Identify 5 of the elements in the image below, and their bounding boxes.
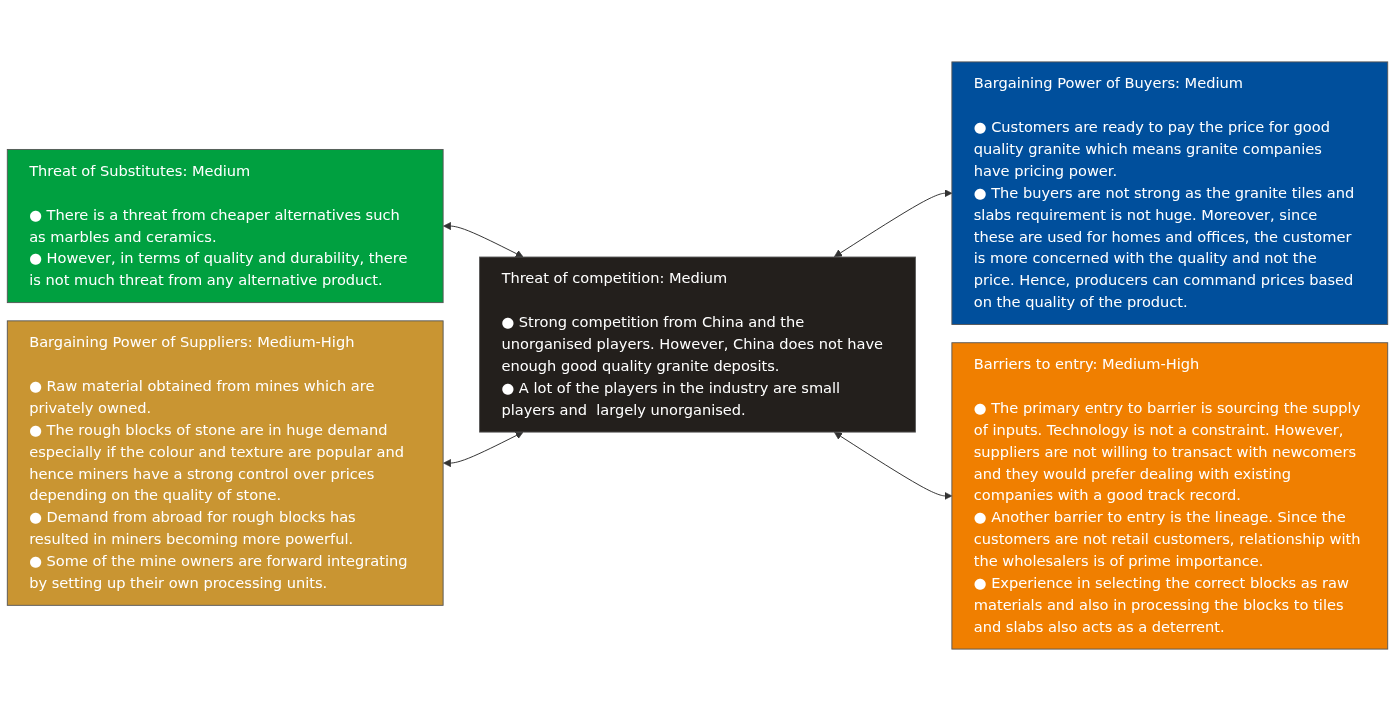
node-box: Barriers to entry: Medium-High ● The primary entry to barrier is sourcing the supply of inputs. Technology is not a constraint. However, suppliers are not willing to transact with newcomers and they would prefer dealing with existing companies with a good track record. ● Another barrier to entry is the lineage. Since the customers are not retail customers, relationship with the wholesalers is of prime importance. ● Experience in selecting the correct blocks as raw materials and also in processing the blocks to tiles and slabs also acts as a deterrent. [951,342,1389,650]
node-box: Threat of Substitutes: Medium ● There is a threat from cheaper alternatives such as marbles and ceramics. ● However, in terms of quality and durability, there is not much threat from any alternative product. [6,149,444,304]
node-box: Threat of competition: Medium ● Strong competition from China and the unorganised players. However, China does not have enough good quality granite deposits. ● A lot of the players in the industry are small players and largely unorganised. [479,256,916,433]
node-box: Bargaining Power of Buyers: Medium ● Customers are ready to pay the price for good quality granite which means granite companies have pricing power. ● The buyers are not strong as the granite tiles and slabs requirement is not huge. Moreover, since these are used for homes and offices, the customer is more concerned with the quality and not the price. Hence, producers can command prices based on the quality of the product. [951,61,1389,325]
node-box: Bargaining Power of Suppliers: Medium-High ● Raw material obtained from mines which are privately owned. ● The rough blocks of stone are in huge demand especially if the colour and texture are popular and hence miners have a strong control over prices depending on the quality of stone. ● Demand from abroad for rough blocks has resulted in miners becoming more powerful. ● Some of the mine owners are forward integrating by setting up their own processing units. [6,320,444,606]
